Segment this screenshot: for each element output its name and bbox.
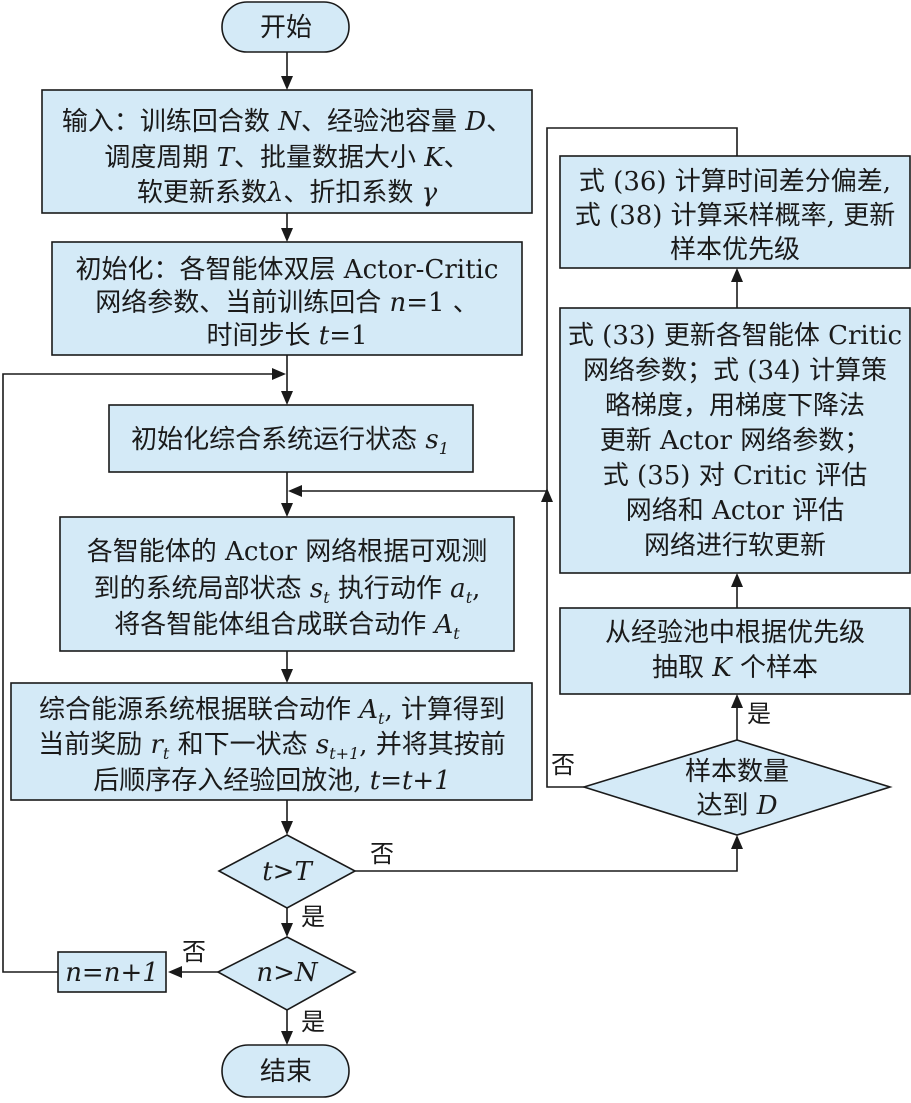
label-n-no: 否	[182, 938, 206, 966]
input-line-1: 输入：训练回合数 N、经验池容量 D、	[62, 107, 512, 137]
update-node: 式 (33) 更新各智能体 Critic 网络参数；式 (34) 计算策 略梯度…	[559, 307, 911, 574]
start-node: 开始	[221, 1, 350, 53]
reward-line-3: 后顺序存入经验回放池, t=t+1	[93, 766, 451, 796]
input-line-3: 软更新系数λ、折扣系数 γ	[137, 178, 438, 208]
input-line-2: 调度周期 T、批量数据大小 K、	[104, 143, 469, 173]
decision-sample-node: 样本数量 达到 D	[581, 739, 893, 836]
label-sample-yes: 是	[747, 700, 771, 728]
init-node: 初始化：各智能体双层 Actor-Critic 网络参数、当前训练回合 n=1 …	[51, 241, 523, 356]
decision-n-label: n>N	[256, 958, 319, 988]
input-node: 输入：训练回合数 N、经验池容量 D、 调度周期 T、批量数据大小 K、 软更新…	[41, 89, 533, 214]
sample-line-1: 从经验池中根据优先级	[605, 618, 865, 648]
decision-sample-line-1: 样本数量	[685, 757, 789, 787]
init-line-2: 网络参数、当前训练回合 n=1 、	[95, 288, 479, 318]
increment-node: n=n+1	[57, 951, 167, 993]
update-line-6: 网络和 Actor 评估	[626, 496, 844, 526]
actor-node: 各智能体的 Actor 网络根据可观测 到的系统局部状态 st 执行动作 at,…	[59, 516, 515, 652]
start-label: 开始	[260, 13, 312, 43]
label-n-yes: 是	[301, 1008, 325, 1036]
update-line-7: 网络进行软更新	[644, 531, 826, 561]
actor-line-3: 将各智能体组合成联合动作 At	[114, 610, 460, 643]
priority-node: 式 (36) 计算时间差分偏差, 式 (38) 计算采样概率, 更新 样本优先级	[559, 155, 911, 269]
init-line-3: 时间步长 t=1	[206, 321, 367, 351]
state-init-label: 初始化综合系统运行状态 s1	[131, 425, 449, 458]
priority-line-2: 式 (38) 计算采样概率, 更新	[575, 201, 895, 231]
decision-t-node: t>T	[217, 834, 357, 909]
actor-line-2: 到的系统局部状态 st 执行动作 at,	[94, 574, 481, 607]
actor-line-1: 各智能体的 Actor 网络根据可观测	[87, 537, 487, 567]
init-line-1: 初始化：各智能体双层 Actor-Critic	[76, 255, 499, 285]
sample-node: 从经验池中根据优先级 抽取 K 个样本	[559, 607, 911, 695]
priority-line-1: 式 (36) 计算时间差分偏差,	[579, 167, 891, 197]
decision-sample-line-2: 达到 D	[696, 791, 777, 821]
end-label: 结束	[260, 1057, 312, 1087]
decision-t-label: t>T	[262, 857, 313, 887]
label-t-yes: 是	[301, 903, 325, 931]
reward-line-1: 综合能源系统根据联合动作 At, 计算得到	[39, 695, 505, 728]
update-line-1: 式 (33) 更新各智能体 Critic	[568, 321, 902, 351]
update-line-2: 网络参数；式 (34) 计算策	[583, 356, 887, 386]
decision-n-node: n>N	[216, 936, 357, 1011]
end-node: 结束	[221, 1044, 350, 1098]
sample-line-2: 抽取 K 个样本	[652, 653, 818, 683]
reward-node: 综合能源系统根据联合动作 At, 计算得到 当前奖励 rt 和下一状态 st+1…	[10, 682, 533, 801]
state-init-node: 初始化综合系统运行状态 s1	[108, 404, 474, 473]
reward-line-2: 当前奖励 rt 和下一状态 st+1, 并将其按前	[38, 730, 506, 763]
update-line-3: 略梯度，用梯度下降法	[605, 391, 865, 421]
label-sample-no: 否	[551, 751, 575, 779]
priority-line-3: 样本优先级	[670, 235, 800, 265]
label-t-no: 否	[370, 840, 394, 868]
connectors	[2, 52, 743, 1045]
update-line-5: 式 (35) 对 Critic 评估	[603, 461, 867, 491]
increment-label: n=n+1	[65, 958, 159, 988]
update-line-4: 更新 Actor 网络参数；	[600, 426, 870, 456]
